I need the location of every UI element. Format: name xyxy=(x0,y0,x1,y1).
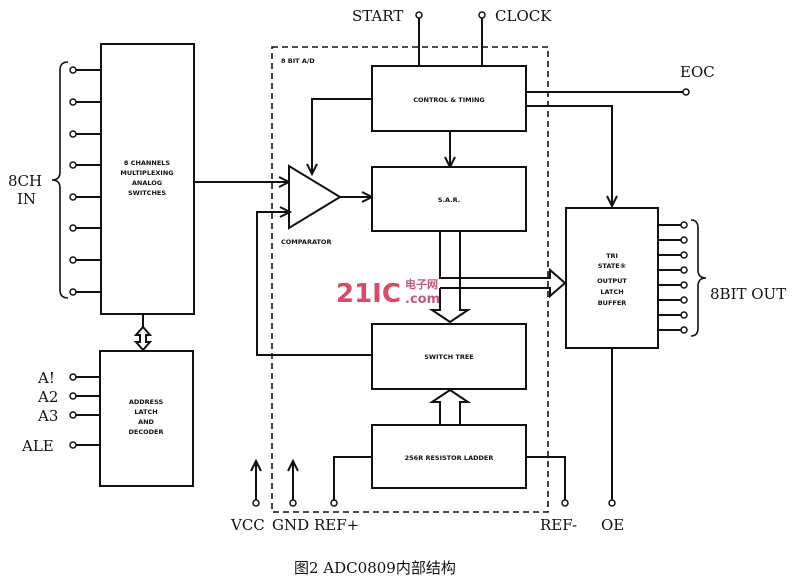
sar-to-buffer-bus xyxy=(439,231,567,299)
control-timing-block xyxy=(371,65,527,132)
switch-tree-label: SWITCH TREE xyxy=(424,353,474,361)
address-label-3: AND xyxy=(138,418,154,426)
figure-caption: 图2 ADC0809内部结构 xyxy=(294,559,456,577)
switch-tree-block xyxy=(371,323,527,390)
analog-input-pins xyxy=(69,66,101,296)
control-timing-label: CONTROL & TIMING xyxy=(413,96,485,104)
mux-block xyxy=(100,43,195,315)
oe-pin xyxy=(608,499,616,507)
a1-label: A! xyxy=(37,369,55,387)
sar-to-switch-tree-arrow xyxy=(428,278,472,324)
resistor-ladder-block xyxy=(371,424,527,489)
buffer-label-5: BUFFER xyxy=(598,299,627,307)
switch-tree-feedback-wire xyxy=(256,211,372,356)
eoc-label: EOC xyxy=(680,63,715,81)
control-to-comparator-wire xyxy=(311,98,372,172)
address-label-2: LATCH xyxy=(134,408,157,416)
ref-minus-wire xyxy=(526,456,566,500)
feedback-arrow xyxy=(279,206,293,218)
ladder-to-switch-tree-arrow xyxy=(428,388,472,425)
watermark-sub1: 电子网 xyxy=(405,277,438,291)
buffer-label-2: STATE® xyxy=(598,262,627,270)
sar-block xyxy=(371,166,527,232)
a3-label: A3 xyxy=(37,407,58,425)
bit-out-label: 8BIT OUT xyxy=(710,285,786,303)
ch-in-label-line1: 8CH xyxy=(8,172,42,190)
start-label: START xyxy=(352,7,403,25)
vcc-label: VCC xyxy=(230,516,265,534)
mux-label-4: SWITCHES xyxy=(128,189,166,197)
buffer-label-4: LATCH xyxy=(600,288,623,296)
gnd-arrow xyxy=(287,458,299,472)
comparator-label: COMPARATOR xyxy=(281,238,331,246)
control-to-buffer-arrow xyxy=(606,195,618,209)
ref-plus-pin xyxy=(330,499,338,507)
address-label-1: ADDRESS xyxy=(129,398,164,406)
oe-label: OE xyxy=(601,516,624,534)
output-buffer-block xyxy=(565,207,659,349)
address-latch-block xyxy=(99,350,194,487)
address-label-4: DECODER xyxy=(129,428,164,436)
resistor-ladder-label: 256R RESISTOR LADDER xyxy=(405,454,494,462)
clock-pin xyxy=(478,11,486,19)
ref-minus-pin xyxy=(561,499,569,507)
ref-minus-label: REF- xyxy=(540,516,577,534)
watermark-logo: 21IC xyxy=(336,279,401,309)
vcc-arrow xyxy=(250,458,262,472)
gnd-label: GND xyxy=(272,516,309,534)
control-to-buffer-wire xyxy=(526,105,613,205)
vcc-pin xyxy=(252,499,260,507)
ref-plus-wire xyxy=(333,456,372,500)
input-brace xyxy=(51,61,69,299)
adc-region-label: 8 BIT A/D xyxy=(281,57,315,65)
buffer-label-1: TRI xyxy=(606,252,618,260)
control-to-comparator-arrow xyxy=(306,163,318,177)
output-brace xyxy=(690,219,707,337)
gnd-pin xyxy=(289,499,297,507)
mux-label-3: ANALOG xyxy=(132,179,162,187)
sar-label: S.A.R. xyxy=(438,196,460,204)
ref-plus-label: REF+ xyxy=(314,516,359,534)
eoc-pin xyxy=(682,88,690,96)
mux-label-2: MULTIPLEXING xyxy=(120,169,173,177)
mux-label-1: 8 CHANNELS xyxy=(124,159,170,167)
start-pin xyxy=(415,11,423,19)
a2-label: A2 xyxy=(37,388,58,406)
comparator-triangle xyxy=(288,164,342,230)
ale-label: ALE xyxy=(21,437,54,455)
digital-output-pins xyxy=(658,221,688,334)
address-pins xyxy=(69,373,100,449)
mux-address-bus-arrow xyxy=(133,325,153,352)
watermark-sub2: .com xyxy=(405,292,440,307)
clock-label: CLOCK xyxy=(495,7,552,25)
buffer-label-3: OUTPUT xyxy=(597,277,627,285)
ch-in-label-line2: IN xyxy=(17,190,36,208)
